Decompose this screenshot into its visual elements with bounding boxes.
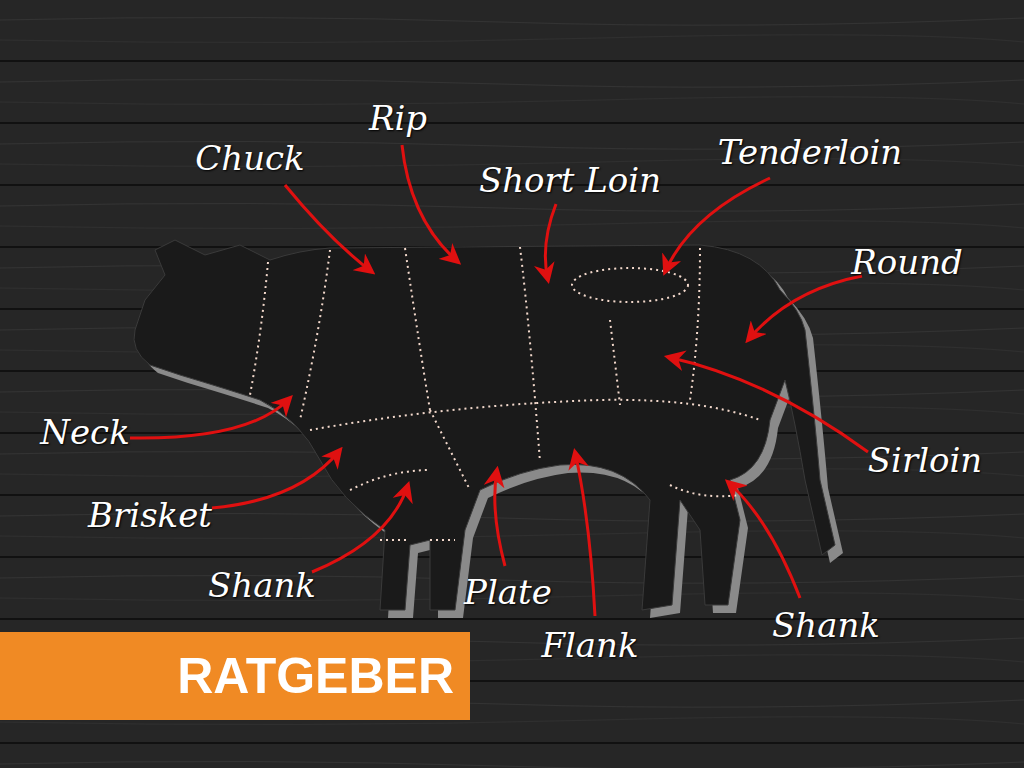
cut-label: Rip [369,98,427,138]
title-band: RATGEBER [0,632,470,720]
leader-arrow [130,398,290,438]
cut-label: Brisket [88,495,212,535]
leader-arrow [575,452,595,616]
leader-arrow [402,145,458,262]
cut-lines [250,247,760,540]
leader-arrow [312,485,408,572]
leader-arrow [748,276,862,340]
cut-label: Neck [40,412,130,452]
band-text: RATGEBER [177,647,470,705]
leader-arrow [212,450,340,508]
leader-arrow [495,470,505,566]
cut-label: Chuck [195,138,304,178]
leader-arrow [728,482,800,598]
cut-label: Tenderloin [718,132,902,172]
cut-label: Plate [464,572,552,612]
leader-arrow [668,357,868,452]
cut-label: Flank [541,625,638,665]
cut-label: Shank [772,605,880,645]
cut-label: Sirloin [868,440,983,480]
cut-label: Round [851,242,963,282]
cut-label: Short Loin [479,160,661,200]
leader-arrow [665,178,770,272]
cut-label: Shank [208,565,316,605]
leader-arrow [545,204,556,280]
leader-arrow [285,185,372,272]
